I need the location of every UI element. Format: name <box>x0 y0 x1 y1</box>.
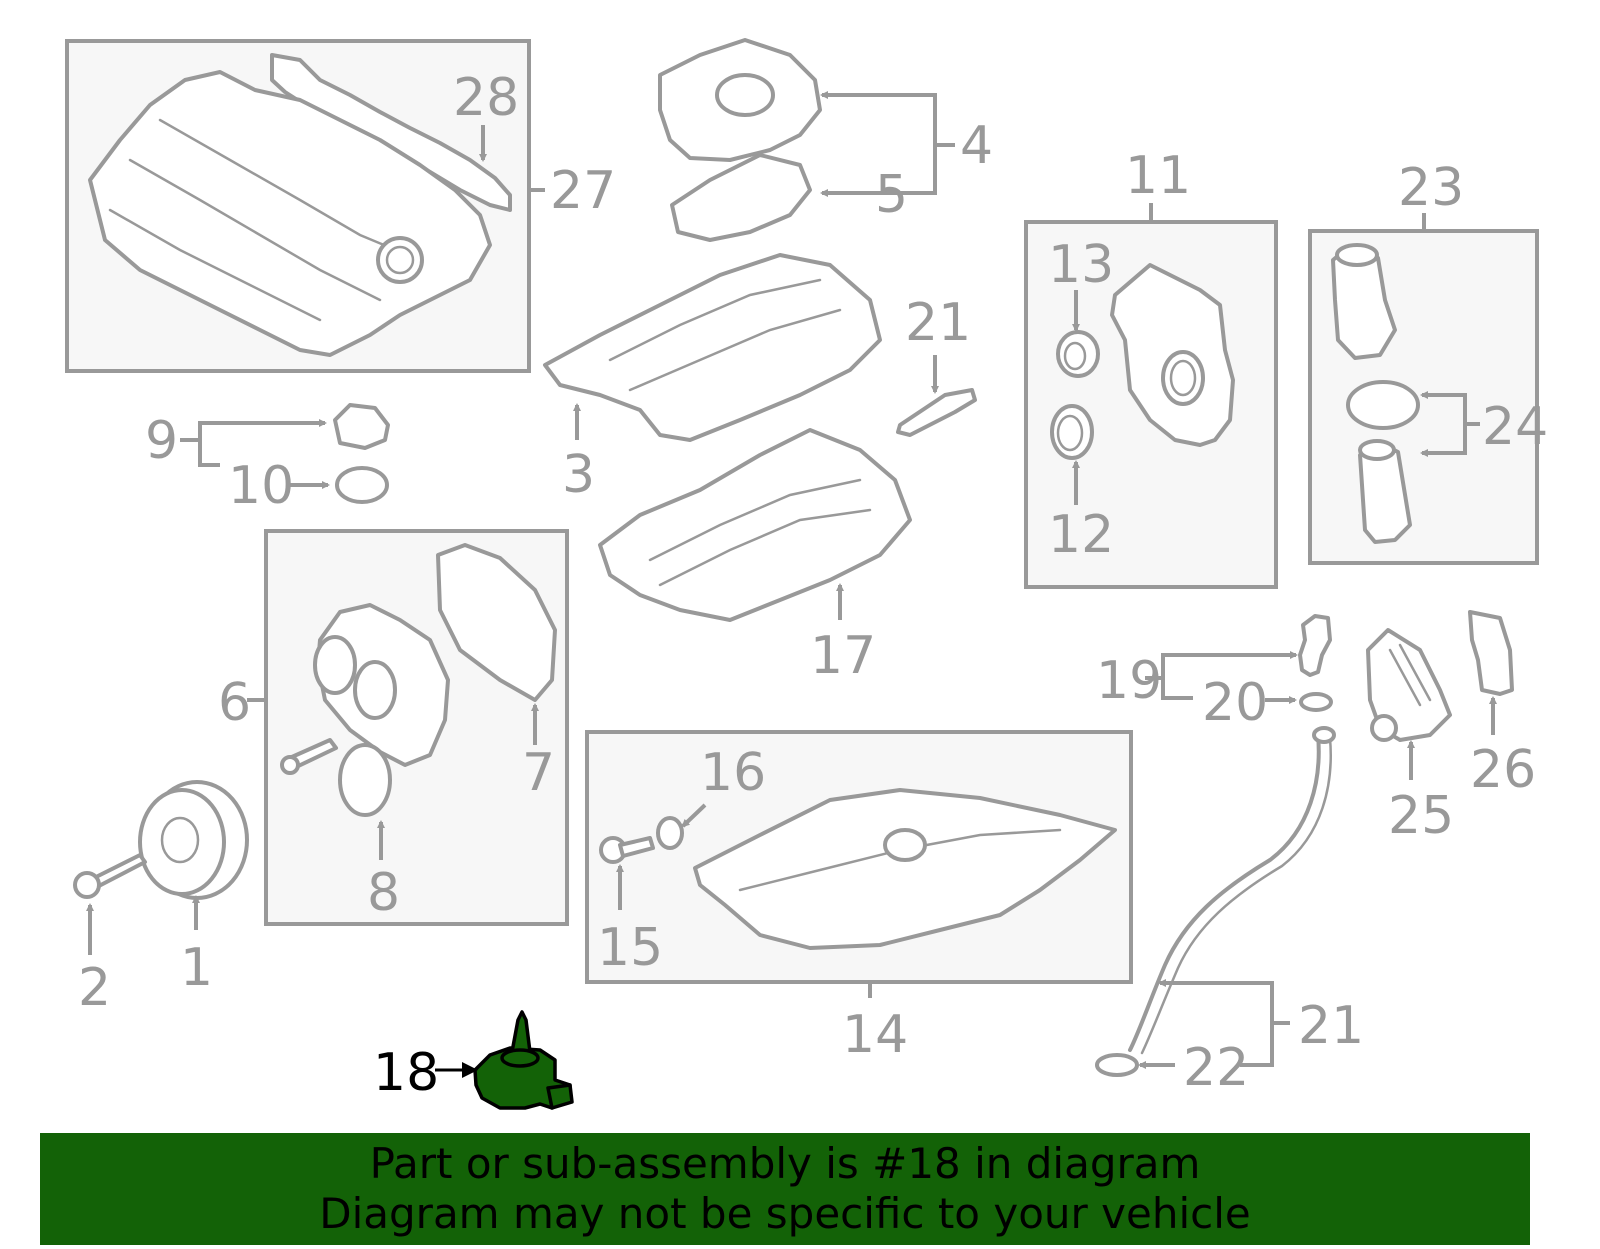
gasket-part-7[interactable] <box>436 543 557 702</box>
callout-21-tube[interactable]: 21 <box>1298 996 1364 1056</box>
callout-11[interactable]: 11 <box>1125 146 1191 206</box>
gasket-part-5[interactable] <box>670 153 812 242</box>
group-25-26: 25 26 <box>1366 610 1536 846</box>
callout-14[interactable]: 14 <box>842 1005 908 1065</box>
callout-7[interactable]: 7 <box>522 743 555 803</box>
callout-17[interactable]: 17 <box>810 626 876 686</box>
banner-line-part-number: Part or sub-assembly is #18 in diagram <box>369 1139 1201 1188</box>
sealant-tube-part-21[interactable] <box>896 388 977 437</box>
group-box-11: 13 12 11 <box>1024 146 1278 589</box>
callout-22[interactable]: 22 <box>1183 1038 1249 1098</box>
seal-part-8[interactable] <box>338 743 392 817</box>
callout-27[interactable]: 27 <box>550 161 616 221</box>
callout-19[interactable]: 19 <box>1096 651 1162 711</box>
info-banner: Part or sub-assembly is #18 in diagram D… <box>40 1133 1530 1245</box>
callout-5[interactable]: 5 <box>875 165 908 225</box>
group-box-23: 24 23 <box>1308 158 1548 565</box>
intake-manifold-part-27[interactable] <box>88 70 492 357</box>
callout-10[interactable]: 10 <box>228 456 294 516</box>
group-box-6: 6 7 8 <box>218 529 569 926</box>
callout-3[interactable]: 3 <box>562 445 595 505</box>
callout-8[interactable]: 8 <box>367 863 400 923</box>
banner-line-disclaimer: Diagram may not be specific to your vehi… <box>319 1189 1251 1238</box>
group-19-20: 19 20 <box>1096 614 1333 733</box>
callout-16[interactable]: 16 <box>700 743 766 803</box>
group-box-27: 28 27 <box>65 39 616 373</box>
oil-cap-part-9[interactable] <box>333 403 390 450</box>
group-18-highlighted: 18 <box>373 1010 574 1110</box>
callout-15[interactable]: 15 <box>597 918 663 978</box>
cap-part-19[interactable] <box>1298 614 1332 677</box>
group-21-sealant: 21 <box>896 293 977 437</box>
dipstick-tube-part-21[interactable] <box>1128 733 1321 1052</box>
callout-1[interactable]: 1 <box>180 938 213 998</box>
callout-26[interactable]: 26 <box>1470 740 1536 800</box>
crankcase-part-17[interactable] <box>598 428 912 622</box>
group-9-10: 9 10 <box>145 403 390 516</box>
callout-20[interactable]: 20 <box>1202 673 1268 733</box>
callout-25[interactable]: 25 <box>1388 786 1454 846</box>
callout-9[interactable]: 9 <box>145 411 178 471</box>
group-box-14: 15 16 14 <box>585 730 1133 1065</box>
callout-4[interactable]: 4 <box>960 116 993 176</box>
callout-12[interactable]: 12 <box>1048 505 1114 565</box>
group-21-22: 21 22 <box>1095 726 1364 1098</box>
callout-24[interactable]: 24 <box>1482 397 1548 457</box>
callout-28[interactable]: 28 <box>453 68 519 128</box>
gasket-part-26[interactable] <box>1468 610 1514 696</box>
group-4-5: 4 5 <box>658 38 993 242</box>
callout-18[interactable]: 18 <box>373 1043 439 1103</box>
callout-2[interactable]: 2 <box>78 958 111 1018</box>
callout-21-sealant[interactable]: 21 <box>905 293 971 353</box>
callout-13[interactable]: 13 <box>1048 235 1114 295</box>
group-1-2: 1 2 <box>73 780 249 1018</box>
callout-23[interactable]: 23 <box>1398 158 1464 218</box>
seal-part-20[interactable] <box>1299 692 1333 712</box>
oil-pan-part-14[interactable] <box>693 788 1117 950</box>
valve-cover-part-3[interactable] <box>543 253 882 442</box>
seal-part-10[interactable] <box>335 466 389 504</box>
group-3: 3 <box>543 253 882 505</box>
callout-6[interactable]: 6 <box>218 673 251 733</box>
washer-part-16[interactable] <box>656 816 684 850</box>
seal-part-22[interactable] <box>1095 1053 1139 1077</box>
group-17: 17 <box>598 428 912 686</box>
o-ring-part-24[interactable] <box>1346 380 1420 430</box>
